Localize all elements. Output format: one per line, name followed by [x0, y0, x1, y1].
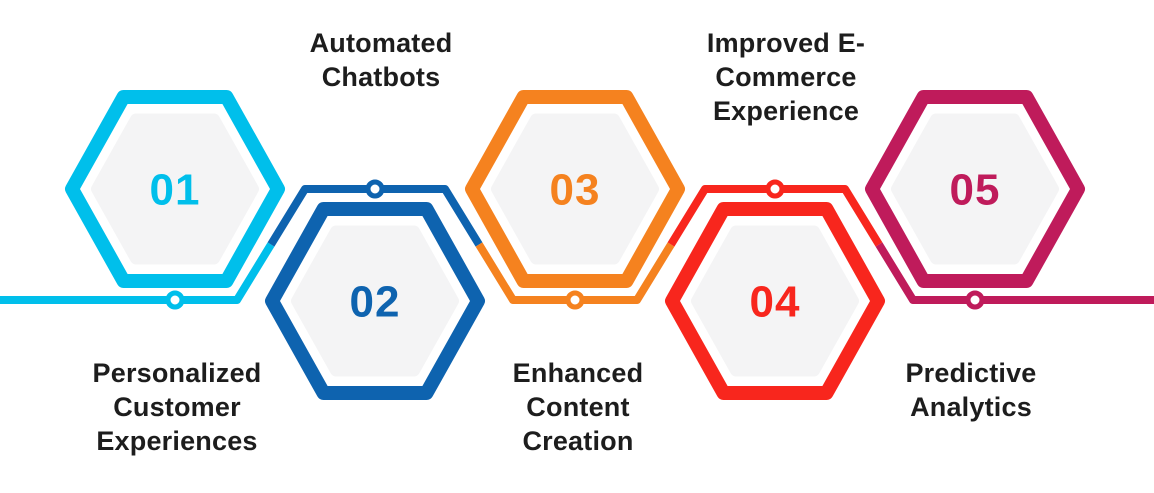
step-label-5: Predictive Analytics	[905, 358, 1037, 422]
step-label-2: Automated Chatbots	[309, 28, 453, 92]
hexagon-step-5: 05	[865, 90, 1085, 288]
hexagon-step-4: 04	[665, 202, 885, 400]
connector-node-3	[565, 290, 585, 310]
step-label-3: Enhanced Content Creation	[512, 358, 644, 456]
step-number: 05	[950, 166, 1001, 215]
hexagon-inner	[91, 113, 259, 265]
step-label-4: Improved E- Commerce Experience	[706, 28, 866, 126]
hexagon-inner	[691, 225, 859, 377]
hexagon-inner	[291, 225, 459, 377]
step-number: 01	[150, 166, 201, 215]
hexagon-inner	[891, 113, 1059, 265]
connector-node-2	[365, 179, 385, 199]
hexagon-step-2: 02	[265, 202, 485, 400]
step-number: 04	[750, 278, 801, 327]
hexagon-inner	[491, 113, 659, 265]
connector-node-5	[965, 290, 985, 310]
connector-node-4	[765, 179, 785, 199]
step-number: 02	[350, 278, 401, 327]
connector-node-1	[165, 290, 185, 310]
hexagon-step-1: 01	[65, 90, 285, 288]
hexagon-step-3: 03	[465, 90, 685, 288]
step-label-1: Personalized Customer Experiences	[92, 358, 262, 456]
step-number: 03	[550, 166, 601, 215]
connector-nodes	[165, 179, 985, 310]
connector-segment-1	[0, 242, 275, 304]
connector-segment-5	[875, 242, 1154, 304]
